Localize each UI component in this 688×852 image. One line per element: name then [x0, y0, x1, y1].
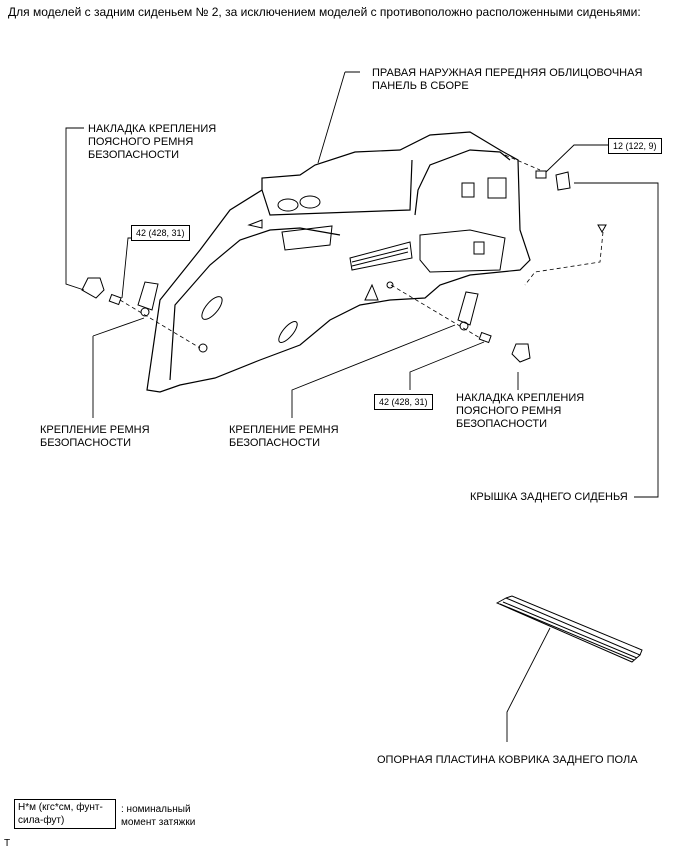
bolts: [108, 170, 607, 344]
page-header: Для моделей с задним сиденьем № 2, за ис…: [8, 5, 641, 19]
assembly-lines: [119, 154, 604, 349]
quarter-trim-panel: [146, 131, 531, 393]
torque-box-lower-right: 42 (428, 31): [374, 394, 433, 410]
panel-details: [198, 177, 507, 353]
floor-plate-label: ОПОРНАЯ ПЛАСТИНА КОВРИКА ЗАДНЕГО ПОЛА: [377, 754, 638, 766]
right-panel-label: ПРАВАЯ НАРУЖНАЯ ПЕРЕДНЯЯ ОБЛИЦОВОЧНАЯ ПА…: [372, 67, 643, 92]
lap-belt-cover-label-left: НАКЛАДКА КРЕПЛЕНИЯ ПОЯСНОГО РЕМНЯ БЕЗОПА…: [88, 123, 217, 161]
torque-legend-box: Н*м (кгс*см, фунт- сила-фут): [14, 799, 116, 829]
torque-box-upper-right: 12 (122, 9): [608, 138, 662, 154]
belt-anchor-label-left: КРЕПЛЕНИЕ РЕМНЯ БЕЗОПАСНОСТИ: [40, 424, 150, 449]
corner-mark: T: [4, 838, 11, 849]
rear-seat-cover-label: КРЫШКА ЗАДНЕГО СИДЕНЬЯ: [470, 491, 628, 503]
belt-anchor-label-mid: КРЕПЛЕНИЕ РЕМНЯ БЕЗОПАСНОСТИ: [229, 424, 339, 449]
lap-belt-cover-label-right: НАКЛАДКА КРЕПЛЕНИЯ ПОЯСНОГО РЕМНЯ БЕЗОПА…: [456, 392, 585, 430]
leader-lines: [65, 71, 659, 742]
seat-belt-anchors: [137, 281, 479, 331]
covers: [81, 171, 571, 363]
torque-legend-note: : номинальный момент затяжки: [121, 804, 196, 828]
torque-box-left: 42 (428, 31): [131, 225, 190, 241]
floor-plate: [495, 595, 643, 663]
